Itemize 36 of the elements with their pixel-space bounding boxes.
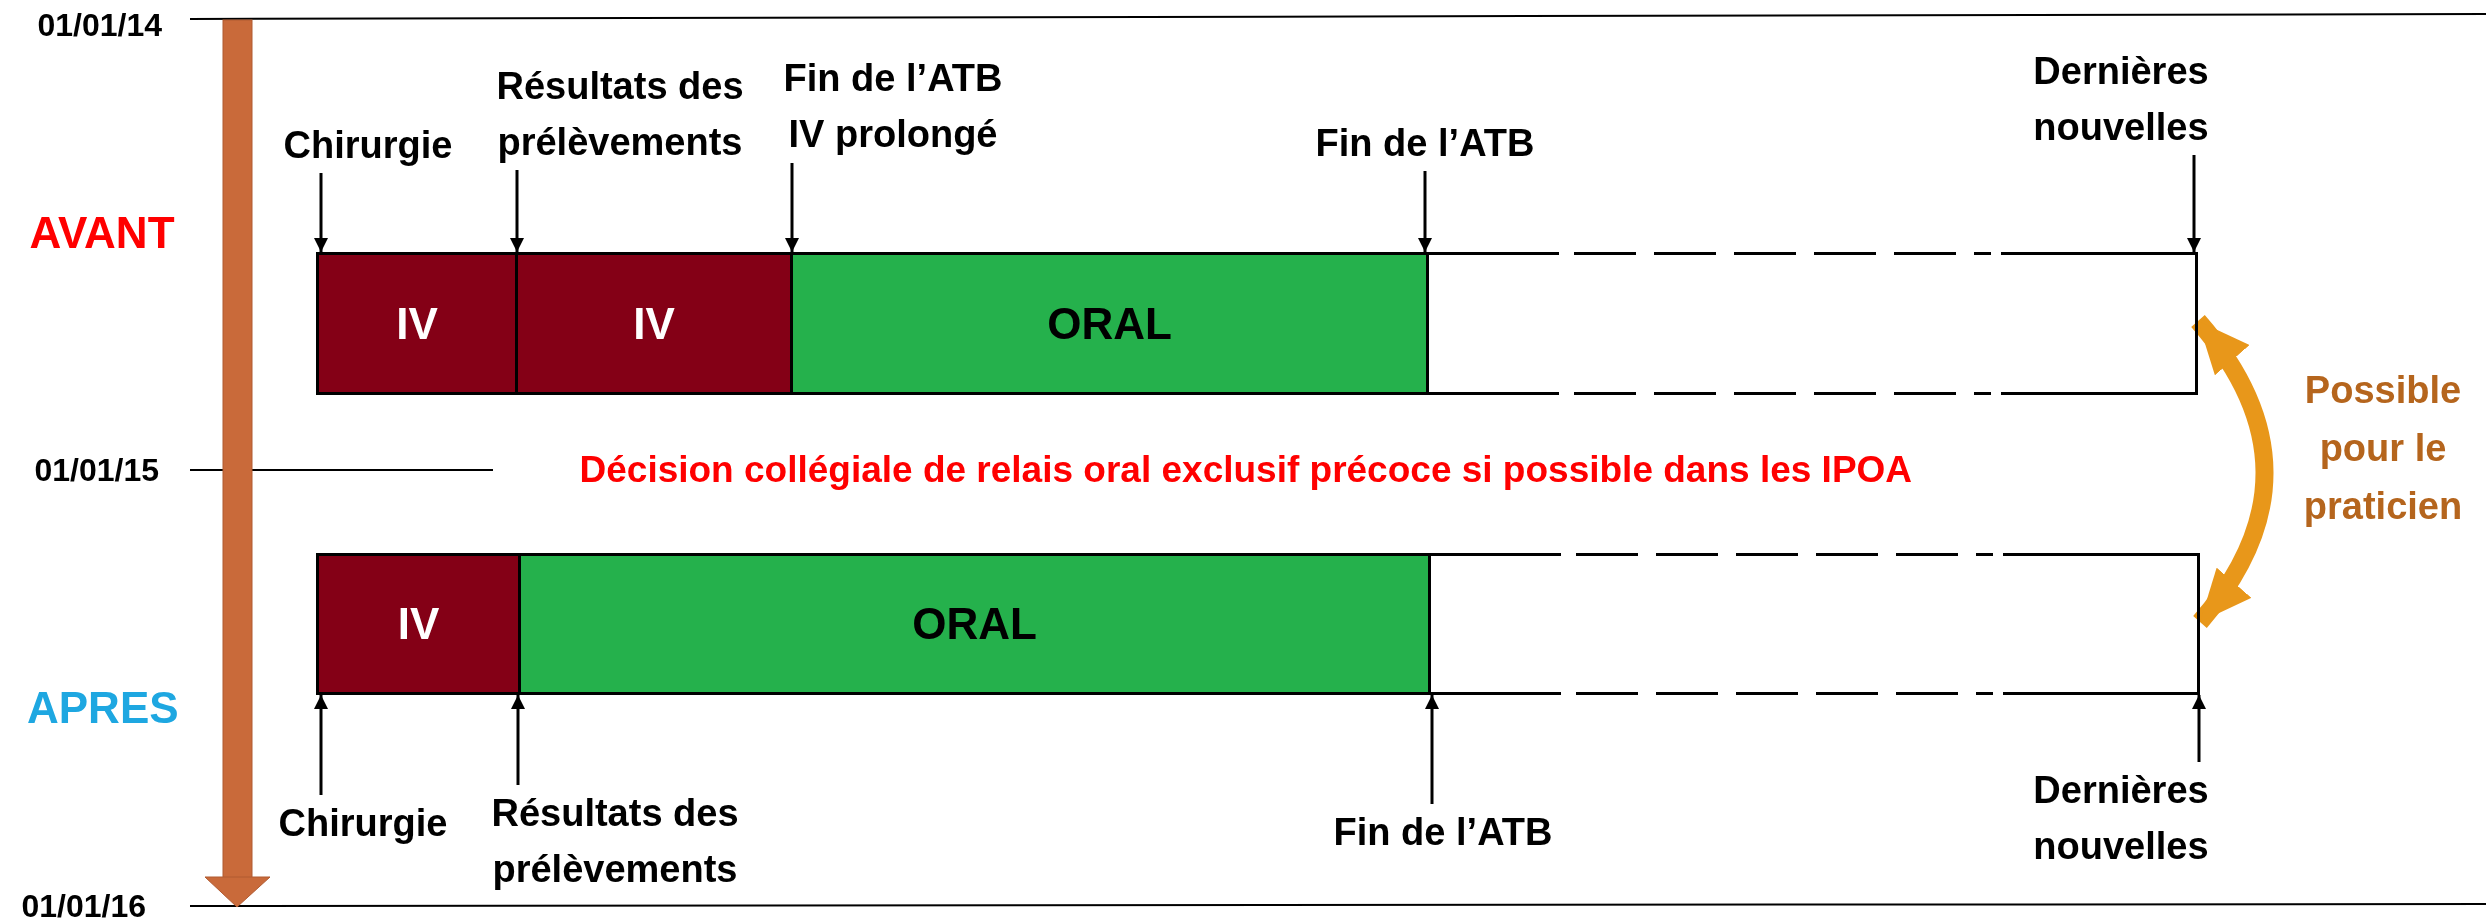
double-arrow xyxy=(2191,315,2274,628)
event-label: Fin de l’ATB xyxy=(1305,115,1545,171)
treatment-segment xyxy=(790,252,1426,395)
event-label: Résultats des prélèvements xyxy=(465,785,765,895)
arrow xyxy=(314,695,328,795)
segment-label: IV xyxy=(396,298,438,349)
decision-note: Décision collégiale de relais oral exclusif précoce si possible dans les IPOA xyxy=(579,449,1913,491)
event-label: Dernières nouvelles xyxy=(2016,762,2226,874)
follow-up-segment xyxy=(1428,553,2200,695)
arrow xyxy=(314,173,328,252)
follow-up-segment xyxy=(1426,252,2198,395)
date-label: 01/01/15 xyxy=(34,452,160,488)
treatment-segment xyxy=(316,252,515,395)
event-label: Fin de l’ATB xyxy=(1323,804,1563,860)
arrow xyxy=(2192,695,2206,762)
arrow xyxy=(510,170,524,252)
segment-label: IV xyxy=(633,298,675,349)
period-label: APRES xyxy=(27,684,179,733)
arrow xyxy=(1418,171,1432,252)
arrow xyxy=(785,163,799,252)
edge-label: Possible pour le praticien xyxy=(2302,368,2464,529)
date-label: 01/01/14 xyxy=(37,7,163,43)
arrow xyxy=(511,695,525,785)
arrow xyxy=(1425,695,1439,804)
treatment-segment xyxy=(515,252,790,395)
segment-label: IV xyxy=(397,599,440,649)
event-label: Chirurgie xyxy=(268,117,468,173)
event-label: Dernières nouvelles xyxy=(2016,43,2226,155)
arrow xyxy=(2187,155,2201,252)
date-label: 01/01/16 xyxy=(21,888,147,923)
segment-label: ORAL xyxy=(1047,298,1172,349)
period-label: AVANT xyxy=(29,209,175,258)
event-label: Chirurgie xyxy=(263,795,463,851)
segment-label: ORAL xyxy=(912,599,1037,649)
treatment-segment xyxy=(316,553,518,695)
treatment-segment xyxy=(518,553,1428,695)
